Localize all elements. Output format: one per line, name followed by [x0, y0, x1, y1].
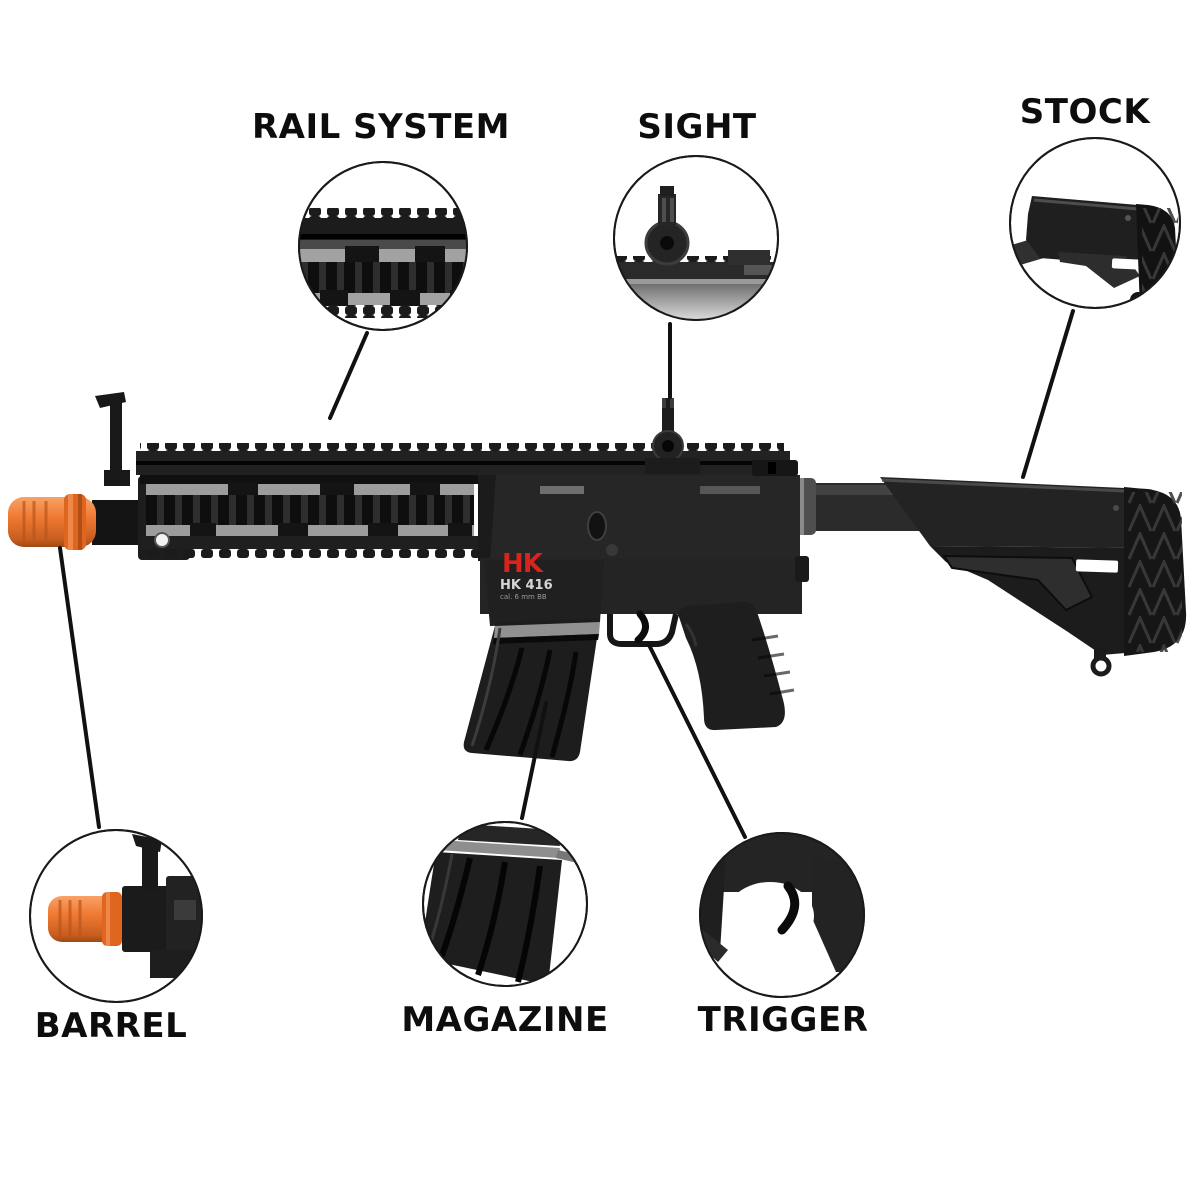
caliber-marking: cal. 6 mm BB	[500, 593, 547, 601]
magazine-part	[463, 618, 600, 762]
rail-system-part	[136, 443, 484, 558]
stock-part	[880, 477, 1187, 677]
upper-receiver	[478, 443, 800, 599]
rail-system-inset	[298, 161, 468, 331]
sight-inset	[613, 155, 779, 321]
label-trigger: TRIGGER	[697, 1000, 869, 1040]
barrel-inset	[29, 829, 203, 1003]
magazine-line	[520, 701, 548, 820]
label-sight: SIGHT	[637, 107, 757, 147]
front-sight	[95, 392, 130, 486]
model-marking: HK 416	[500, 578, 553, 593]
receiver-markings: HK HK 416 cal. 6 mm BB	[500, 549, 553, 601]
trigger-line	[647, 643, 747, 839]
magazine-inset	[422, 821, 588, 987]
rifle-illustration: HK HK 416 cal. 6 mm BB	[8, 392, 1187, 762]
rear-sight	[645, 398, 700, 474]
trigger-inset	[699, 832, 865, 998]
stock-line	[1021, 309, 1075, 479]
label-rail-system: RAIL SYSTEM	[252, 107, 510, 147]
barrel-line	[58, 546, 101, 829]
label-stock: STOCK	[1019, 92, 1151, 132]
label-magazine: MAGAZINE	[401, 1000, 609, 1040]
label-barrel: BARREL	[34, 1006, 188, 1046]
hk-logo: HK	[502, 549, 544, 579]
stock-inset	[1009, 137, 1181, 309]
callout-lines	[58, 309, 1075, 839]
rail-system-line	[328, 331, 369, 420]
lower-receiver	[480, 556, 809, 647]
pistol-grip	[678, 601, 795, 731]
